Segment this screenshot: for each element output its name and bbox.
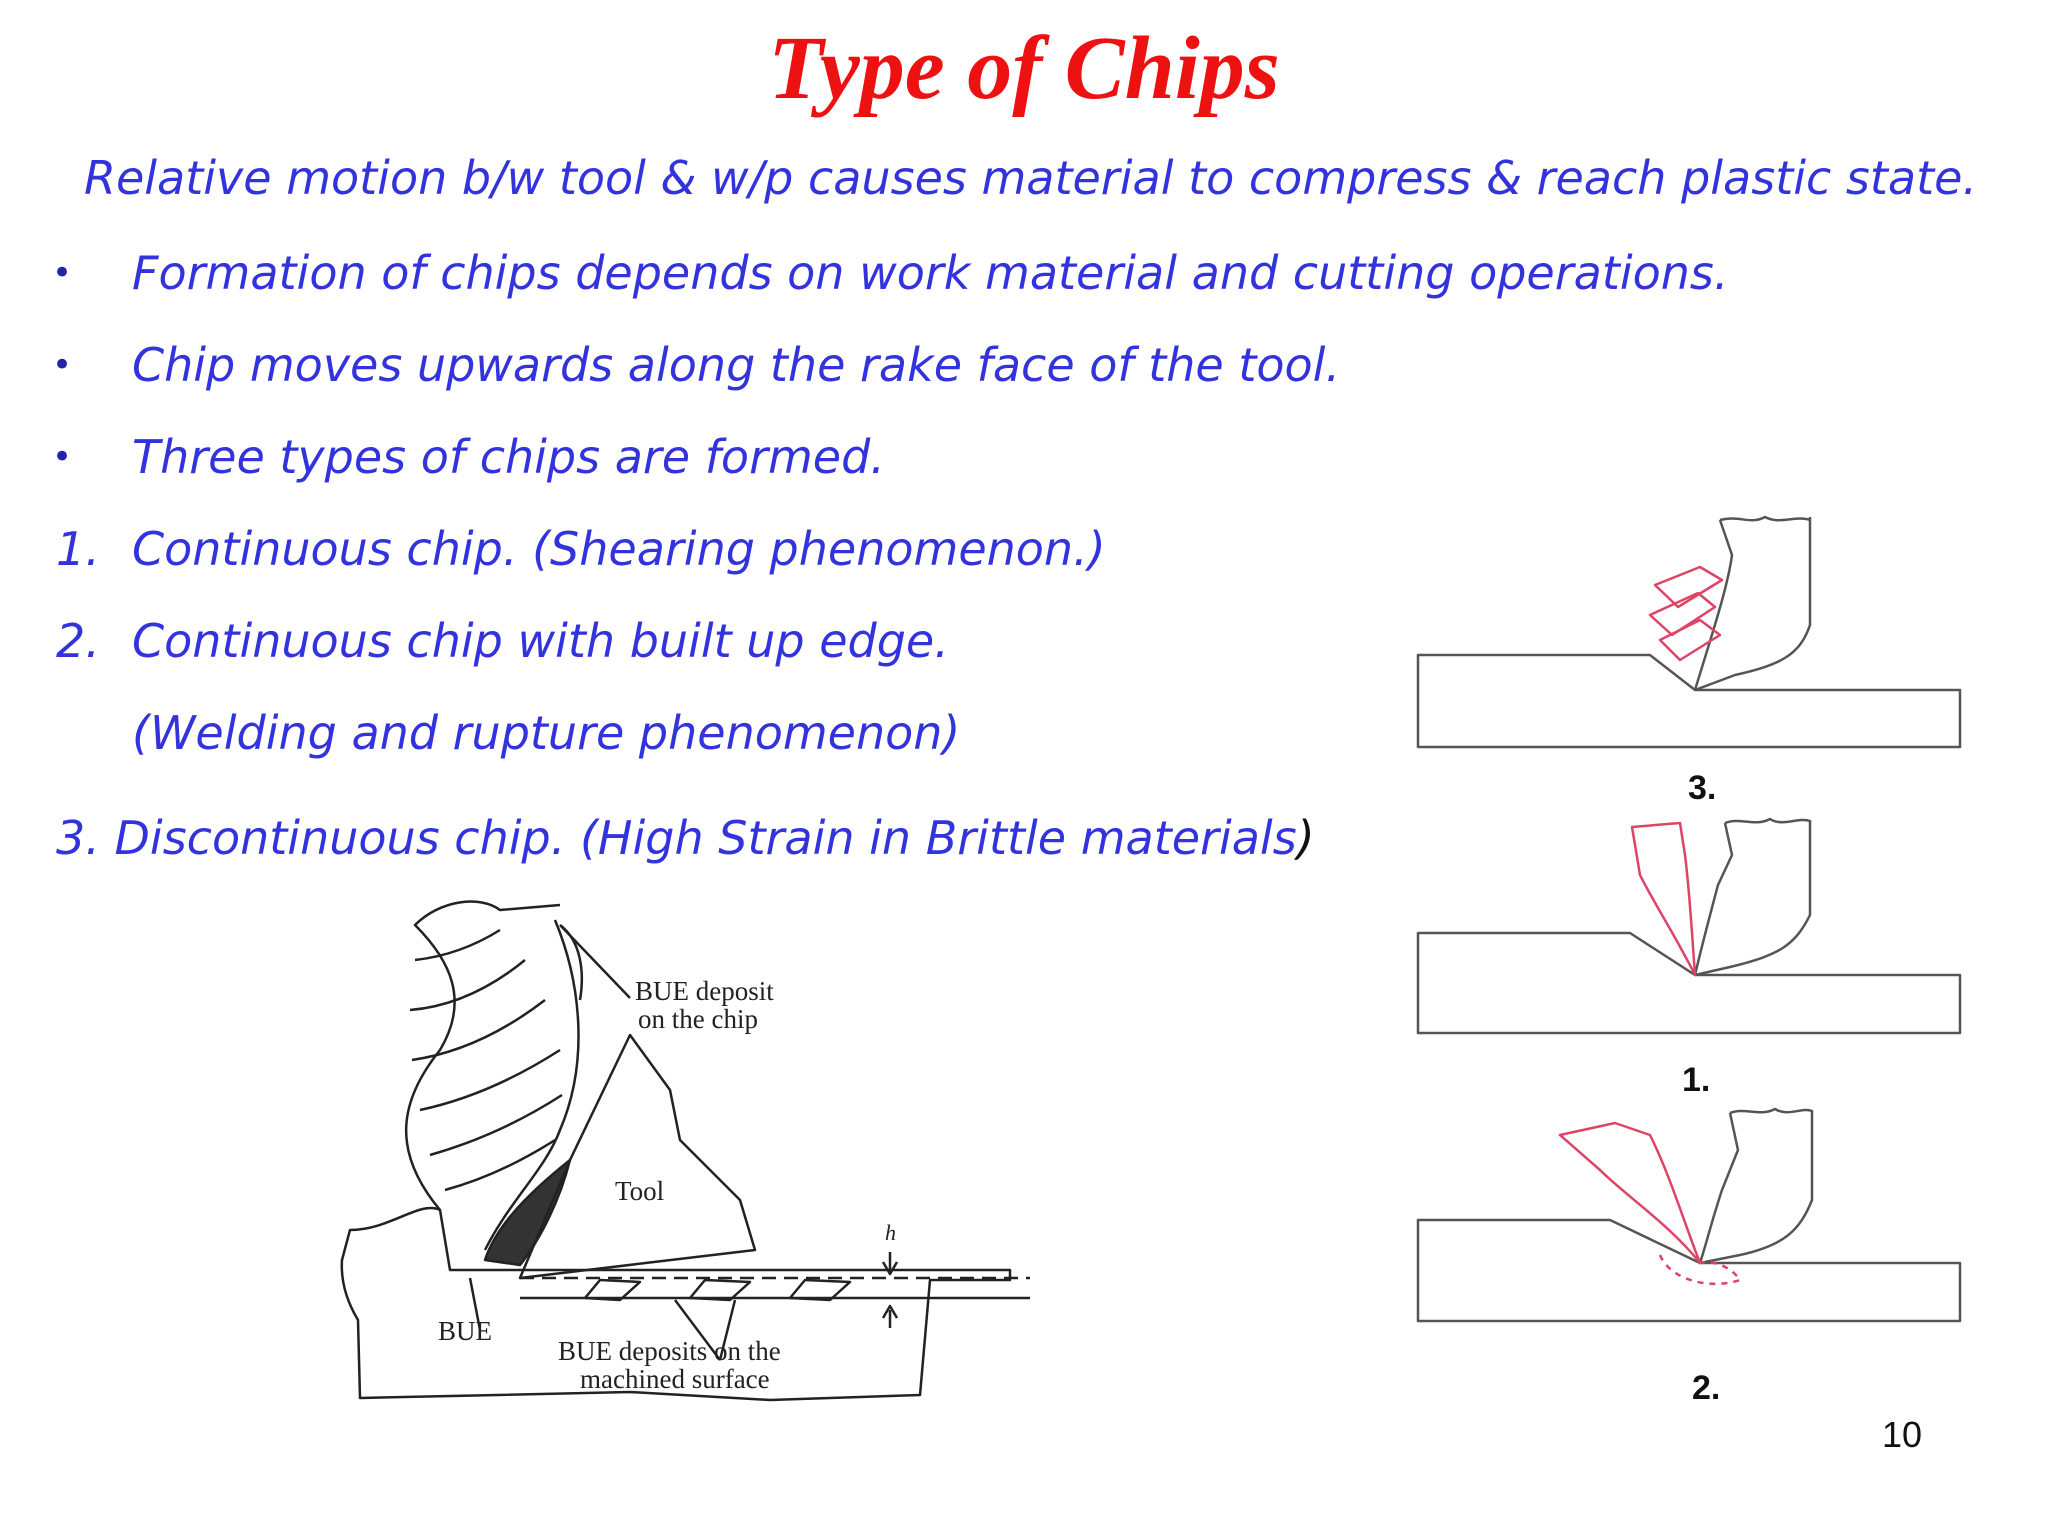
label-bue-chip-1: BUE deposit bbox=[635, 976, 774, 1006]
chip-diagram-bue bbox=[1416, 1107, 1962, 1323]
bue-diagram: BUE deposit on the chip Tool h BUE BUE d… bbox=[340, 900, 1030, 1402]
chip-diagram-continuous bbox=[1416, 817, 1962, 1035]
bullet-1: Formation of chips depends on work mater… bbox=[132, 246, 1729, 300]
list-number: 3. bbox=[56, 811, 100, 865]
list-number: 1. bbox=[56, 522, 100, 576]
bullet-marker: • bbox=[52, 253, 73, 293]
label-surface-2: machined surface bbox=[580, 1364, 770, 1394]
label-tool: Tool bbox=[615, 1176, 664, 1206]
bullet-3: Three types of chips are formed. bbox=[132, 430, 885, 484]
bullet-2: Chip moves upwards along the rake face o… bbox=[132, 338, 1341, 392]
label-h: h bbox=[885, 1220, 896, 1245]
chip-diagram-discontinuous bbox=[1416, 515, 1962, 749]
figure-label-bottom: 2. bbox=[1692, 1369, 1721, 1407]
label-bue-chip-2: on the chip bbox=[638, 1004, 758, 1034]
label-bue: BUE bbox=[438, 1316, 492, 1346]
label-surface-1: BUE deposits on the bbox=[558, 1336, 781, 1366]
list-number: 2. bbox=[56, 614, 100, 668]
list-item-bue-note: (Welding and rupture phenomenon) bbox=[132, 706, 961, 760]
figure-label-middle: 1. bbox=[1682, 1061, 1711, 1099]
closing-paren: ) bbox=[1296, 811, 1315, 865]
slide-title: Type of Chips bbox=[768, 19, 1280, 118]
list-item-discontinuous-chip: 3. Discontinuous chip. (High Strain in B… bbox=[56, 808, 1315, 868]
bullet-marker: • bbox=[52, 345, 73, 385]
figure-label-top: 3. bbox=[1688, 769, 1717, 807]
list-item-bue-chip: Continuous chip with built up edge. bbox=[132, 614, 949, 668]
bullet-marker: • bbox=[52, 437, 73, 477]
list-item-continuous-chip: Continuous chip. (Shearing phenomenon.) bbox=[132, 522, 1106, 576]
list-item-text: Discontinuous chip. (High Strain in Brit… bbox=[114, 811, 1297, 865]
intro-text: Relative motion b/w tool & w/p causes ma… bbox=[84, 151, 1978, 205]
page-number: 10 bbox=[1882, 1414, 1923, 1455]
